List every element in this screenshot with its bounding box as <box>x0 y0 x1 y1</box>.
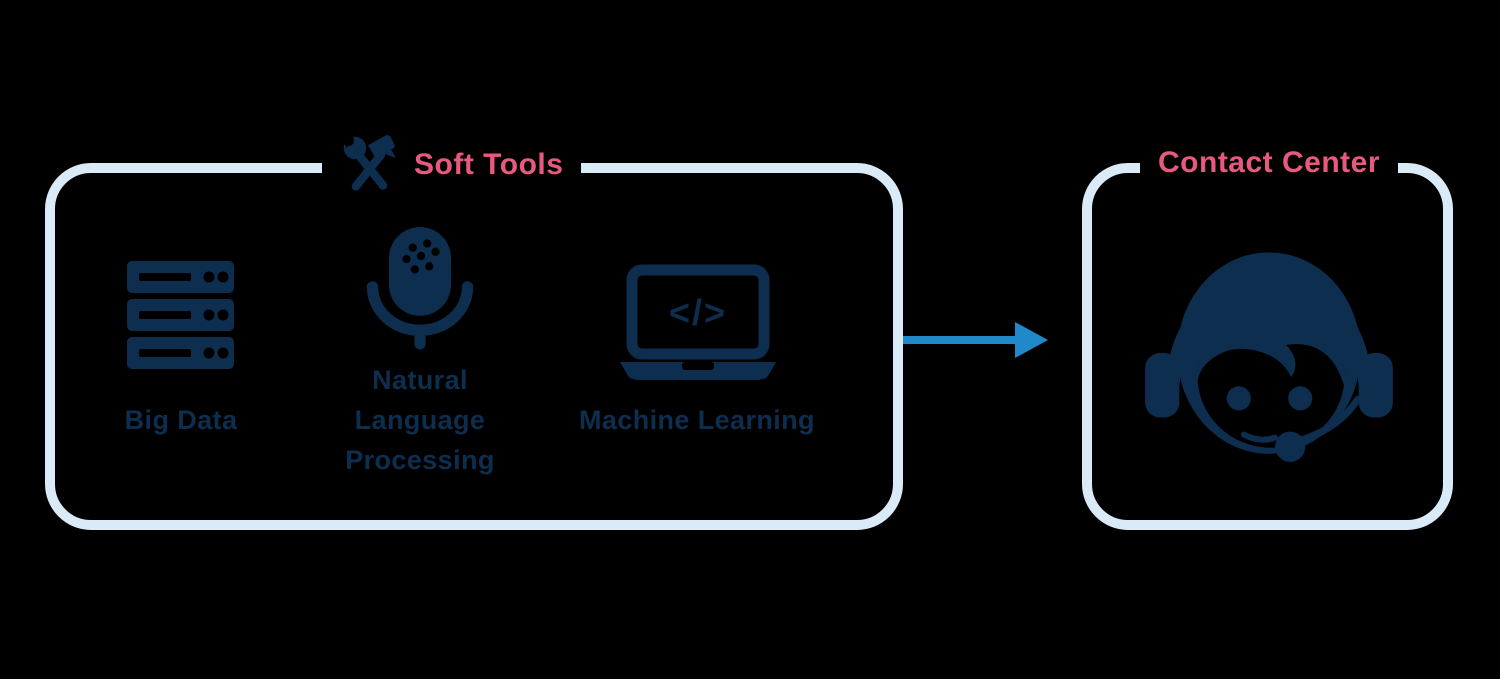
code-glyph: </> <box>669 292 727 333</box>
nlp-label-line-1: Natural <box>372 365 468 395</box>
nlp-label: Natural Language Processing <box>295 360 545 480</box>
laptop-code-icon: </> <box>618 264 778 387</box>
server-stack-icon <box>127 261 234 374</box>
nlp-label-line-2: Language <box>354 405 486 435</box>
microphone-icon <box>366 227 474 356</box>
soft-tools-title: Soft Tools <box>322 133 582 197</box>
machine-learning-label: Machine Learning <box>579 405 815 435</box>
soft-tools-title-label: Soft Tools <box>414 148 564 181</box>
big-data-label: Big Data <box>124 405 238 435</box>
wrench-hammer-icon <box>340 133 398 197</box>
support-agent-icon <box>1133 212 1405 484</box>
right-arrow-icon <box>903 318 1048 367</box>
nlp-label-line-3: Processing <box>345 445 495 475</box>
contact-center-title: Contact Center <box>1140 140 1399 186</box>
contact-center-title-label: Contact Center <box>1158 146 1381 179</box>
